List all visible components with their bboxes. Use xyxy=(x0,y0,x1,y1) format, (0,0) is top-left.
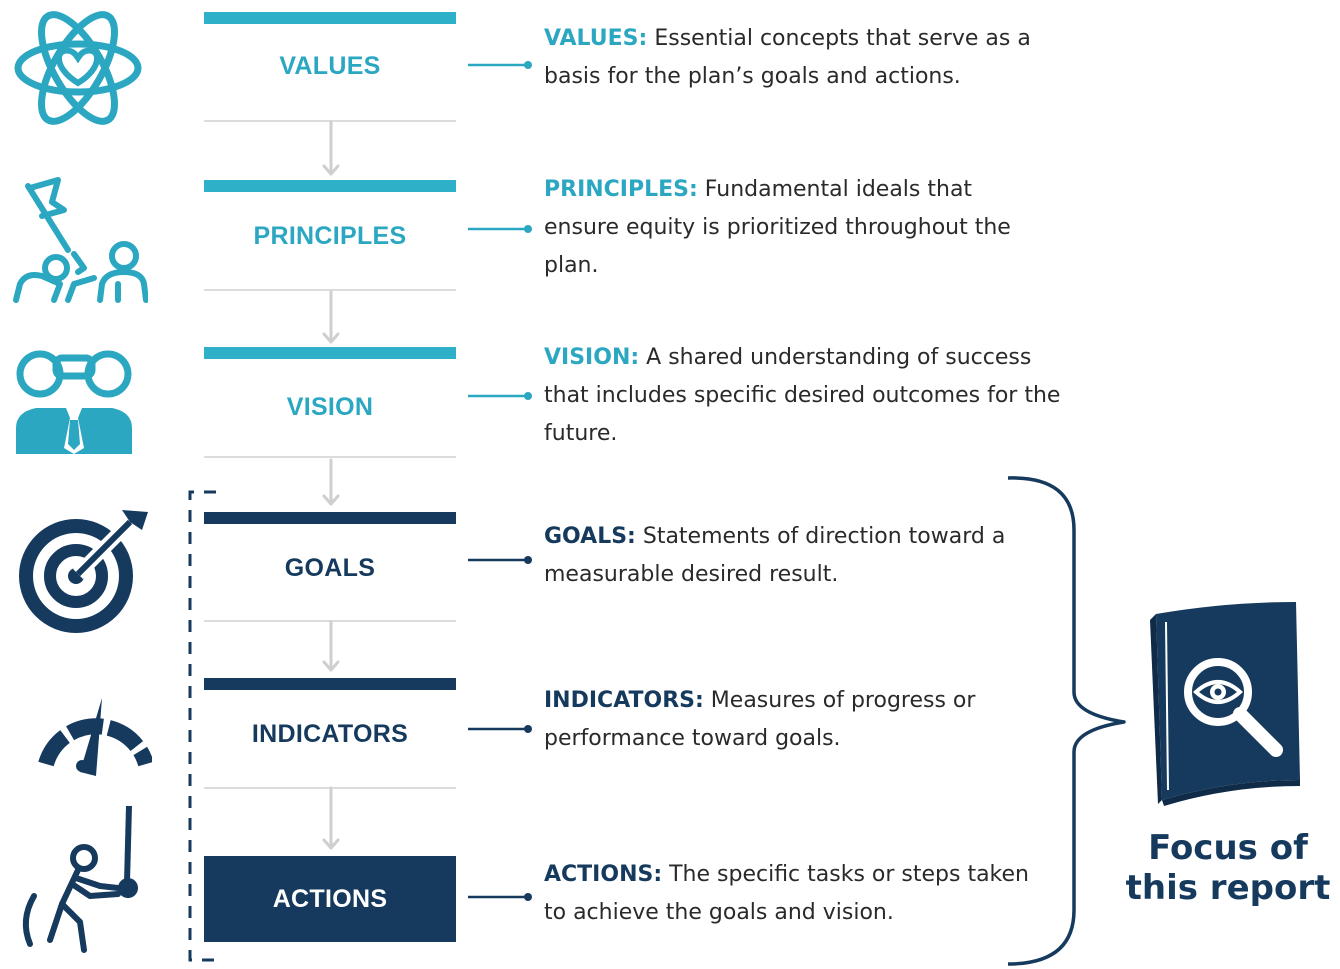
vision-box-label: VISION xyxy=(286,393,374,421)
goals-box-bar xyxy=(204,512,456,524)
values-box: VALUES xyxy=(204,12,456,122)
indicators-description: INDICATORS: Measures of progress or perf… xyxy=(544,682,1024,758)
indicators-box-label: INDICATORS xyxy=(251,720,409,748)
person-pushing-lever-icon xyxy=(14,804,144,954)
values-box-bar xyxy=(204,12,456,24)
focus-dashed-bracket xyxy=(188,490,216,962)
actions-box: ACTIONS xyxy=(204,856,456,942)
goals-text: Statements of direction toward a measura… xyxy=(544,524,1006,587)
actions-term: ACTIONS: xyxy=(544,862,663,887)
actions-box-label: ACTIONS xyxy=(272,885,388,913)
vision-box-bar xyxy=(204,347,456,359)
vision-text: A shared understanding of success that i… xyxy=(544,345,1061,446)
principles-box-divider xyxy=(204,289,456,291)
principles-box-bar xyxy=(204,180,456,192)
values-term: VALUES: xyxy=(544,26,648,51)
vision-description: VISION: A shared understanding of succes… xyxy=(544,339,1064,453)
gauge-icon xyxy=(38,692,152,776)
goals-term: GOALS: xyxy=(544,524,636,549)
binoculars-person-icon xyxy=(12,344,136,454)
values-box-label: VALUES xyxy=(279,52,381,80)
principles-description: PRINCIPLES: Fundamental ideals that ensu… xyxy=(544,171,1044,285)
description-connectors xyxy=(468,61,532,901)
vision-term: VISION: xyxy=(544,345,640,370)
atom-heart-icon xyxy=(12,5,144,131)
principles-text: Fundamental ideals that ensure equity is… xyxy=(544,177,1011,278)
values-description: VALUES: Essential concepts that serve as… xyxy=(544,20,1084,96)
flow-arrows xyxy=(322,120,340,850)
goals-description: GOALS: Statements of direction toward a … xyxy=(544,518,1044,594)
focus-label-line1: Focus of xyxy=(1148,828,1308,868)
principles-box-label: PRINCIPLES xyxy=(253,222,407,250)
target-arrow-icon xyxy=(18,506,150,634)
book-magnifier-eye-icon xyxy=(1146,600,1308,806)
vision-box-divider xyxy=(204,456,456,458)
focus-curly-brace xyxy=(1007,476,1126,966)
people-flag-icon xyxy=(8,172,148,304)
indicators-term: INDICATORS: xyxy=(544,688,704,713)
goals-box-label: GOALS xyxy=(284,554,376,582)
vision-box: VISION xyxy=(204,347,456,458)
focus-label: Focus of this report xyxy=(1122,828,1334,908)
indicators-text: Measures of progress or performance towa… xyxy=(544,688,976,751)
principles-box: PRINCIPLES xyxy=(204,180,456,291)
focus-label-line2: this report xyxy=(1125,868,1331,908)
actions-text: The specific tasks or steps taken to ach… xyxy=(544,862,1029,925)
values-text: Essential concepts that serve as a basis… xyxy=(544,26,1031,89)
indicators-box-bar xyxy=(204,678,456,690)
actions-description: ACTIONS: The specific tasks or steps tak… xyxy=(544,856,1054,932)
principles-term: PRINCIPLES: xyxy=(544,177,698,202)
